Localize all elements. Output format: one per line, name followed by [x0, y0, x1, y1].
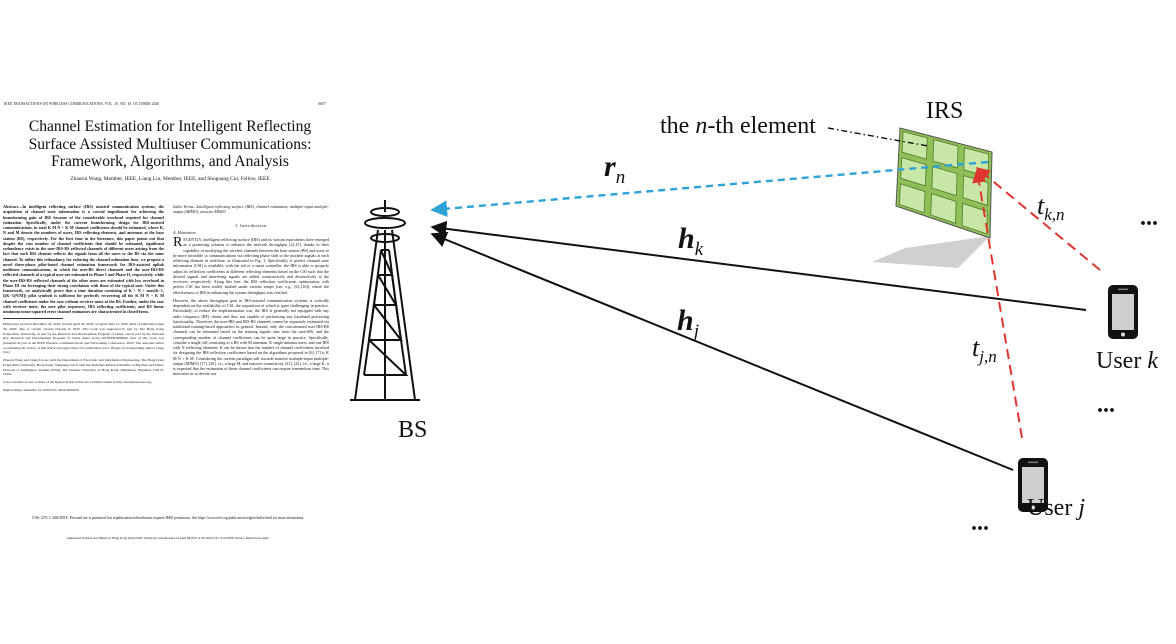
base-station-tower-icon: [350, 200, 420, 401]
page-number: 6607: [318, 102, 326, 106]
subsection-heading: A. Motivation: [173, 229, 196, 235]
channel-rn-arrow: [430, 160, 989, 218]
bs-label: BS: [398, 417, 428, 443]
channel-tjn-label: tj,n: [972, 333, 997, 367]
journal-header-text: IEEE TRANSACTIONS ON WIRELESS COMMUNICAT…: [4, 102, 160, 106]
footnote-color: Color versions of one or more of the fig…: [3, 379, 153, 384]
channel-tkn-arrow: [975, 167, 1101, 271]
paper-title: Channel Estimation for Intelligent Refle…: [28, 118, 312, 170]
paper-thumbnail: IEEE TRANSACTIONS ON WIRELESS COMMUNICAT…: [0, 96, 336, 546]
irs-element-cell: [930, 193, 957, 224]
irs-element-cell: [932, 139, 959, 169]
channel-hj-arrow: [430, 232, 1014, 471]
authorized-use-notice: Authorized licensed use limited to: Hong…: [66, 536, 270, 540]
irs-element-cell: [900, 157, 927, 187]
channel-hk-arrow: [430, 220, 1087, 311]
irs-element-cell: [901, 131, 928, 160]
channel-hk-label: hk: [678, 222, 704, 260]
irs-label: IRS: [926, 98, 964, 124]
irs-shadow: [872, 236, 990, 268]
ellipsis-middle: ...: [1097, 392, 1115, 418]
nth-element-pointer: [827, 127, 929, 147]
abstract: Abstract—In intelligent reflecting surfa…: [3, 204, 164, 314]
journal-header: IEEE TRANSACTIONS ON WIRELESS COMMUNICAT…: [4, 102, 326, 106]
footnote-rule: [3, 318, 63, 320]
irs-element-cell: [961, 202, 988, 235]
irs-element-cell: [931, 166, 958, 197]
right-column: Index Terms—Intelligent reflecting surfa…: [173, 204, 329, 380]
intro-paragraph-1-text: ECENTLY, intelligent reflecting surface …: [173, 237, 329, 295]
irs-element-cell: [899, 183, 926, 214]
channel-hj-label: hj: [677, 304, 699, 342]
footnote-received: Manuscript received December 24, 2019; r…: [3, 322, 164, 355]
left-column: Abstract—In intelligent reflecting surfa…: [3, 204, 164, 395]
ellipsis-bottom: ...: [971, 510, 989, 536]
footnote-affiliations: Zhaorui Wang and Liang Liu are with the …: [3, 358, 164, 377]
irs-panel-icon: [895, 127, 993, 239]
paper-authors: Zhaorui Wang, Member, IEEE, Liang Liu, M…: [70, 176, 270, 182]
footnote-doi: Digital Object Identifier 10.1109/TWC.20…: [3, 387, 79, 392]
user-j-phone-icon: [1018, 458, 1048, 512]
ellipsis-top: ...: [1140, 205, 1158, 231]
nth-element-label: the n-th element: [660, 113, 816, 139]
section-heading: I. Introduction: [235, 222, 267, 228]
copyright-notice: 1536-1276 © 2020 IEEE. Personal use is p…: [31, 516, 305, 520]
intro-paragraph-2: However, the above throughput gain in IR…: [173, 297, 329, 377]
channel-rn-label: rn: [604, 150, 626, 188]
drop-cap: R: [173, 235, 183, 250]
user-k-phone-icon: [1108, 285, 1138, 339]
user-k-label: User k: [1096, 348, 1158, 374]
index-terms: Index Terms—Intelligent reflecting surfa…: [173, 204, 329, 215]
channel-tjn-arrow: [972, 168, 1023, 439]
channel-tkn-label: tk,n: [1037, 191, 1065, 225]
user-j-label: User j: [1027, 495, 1085, 521]
